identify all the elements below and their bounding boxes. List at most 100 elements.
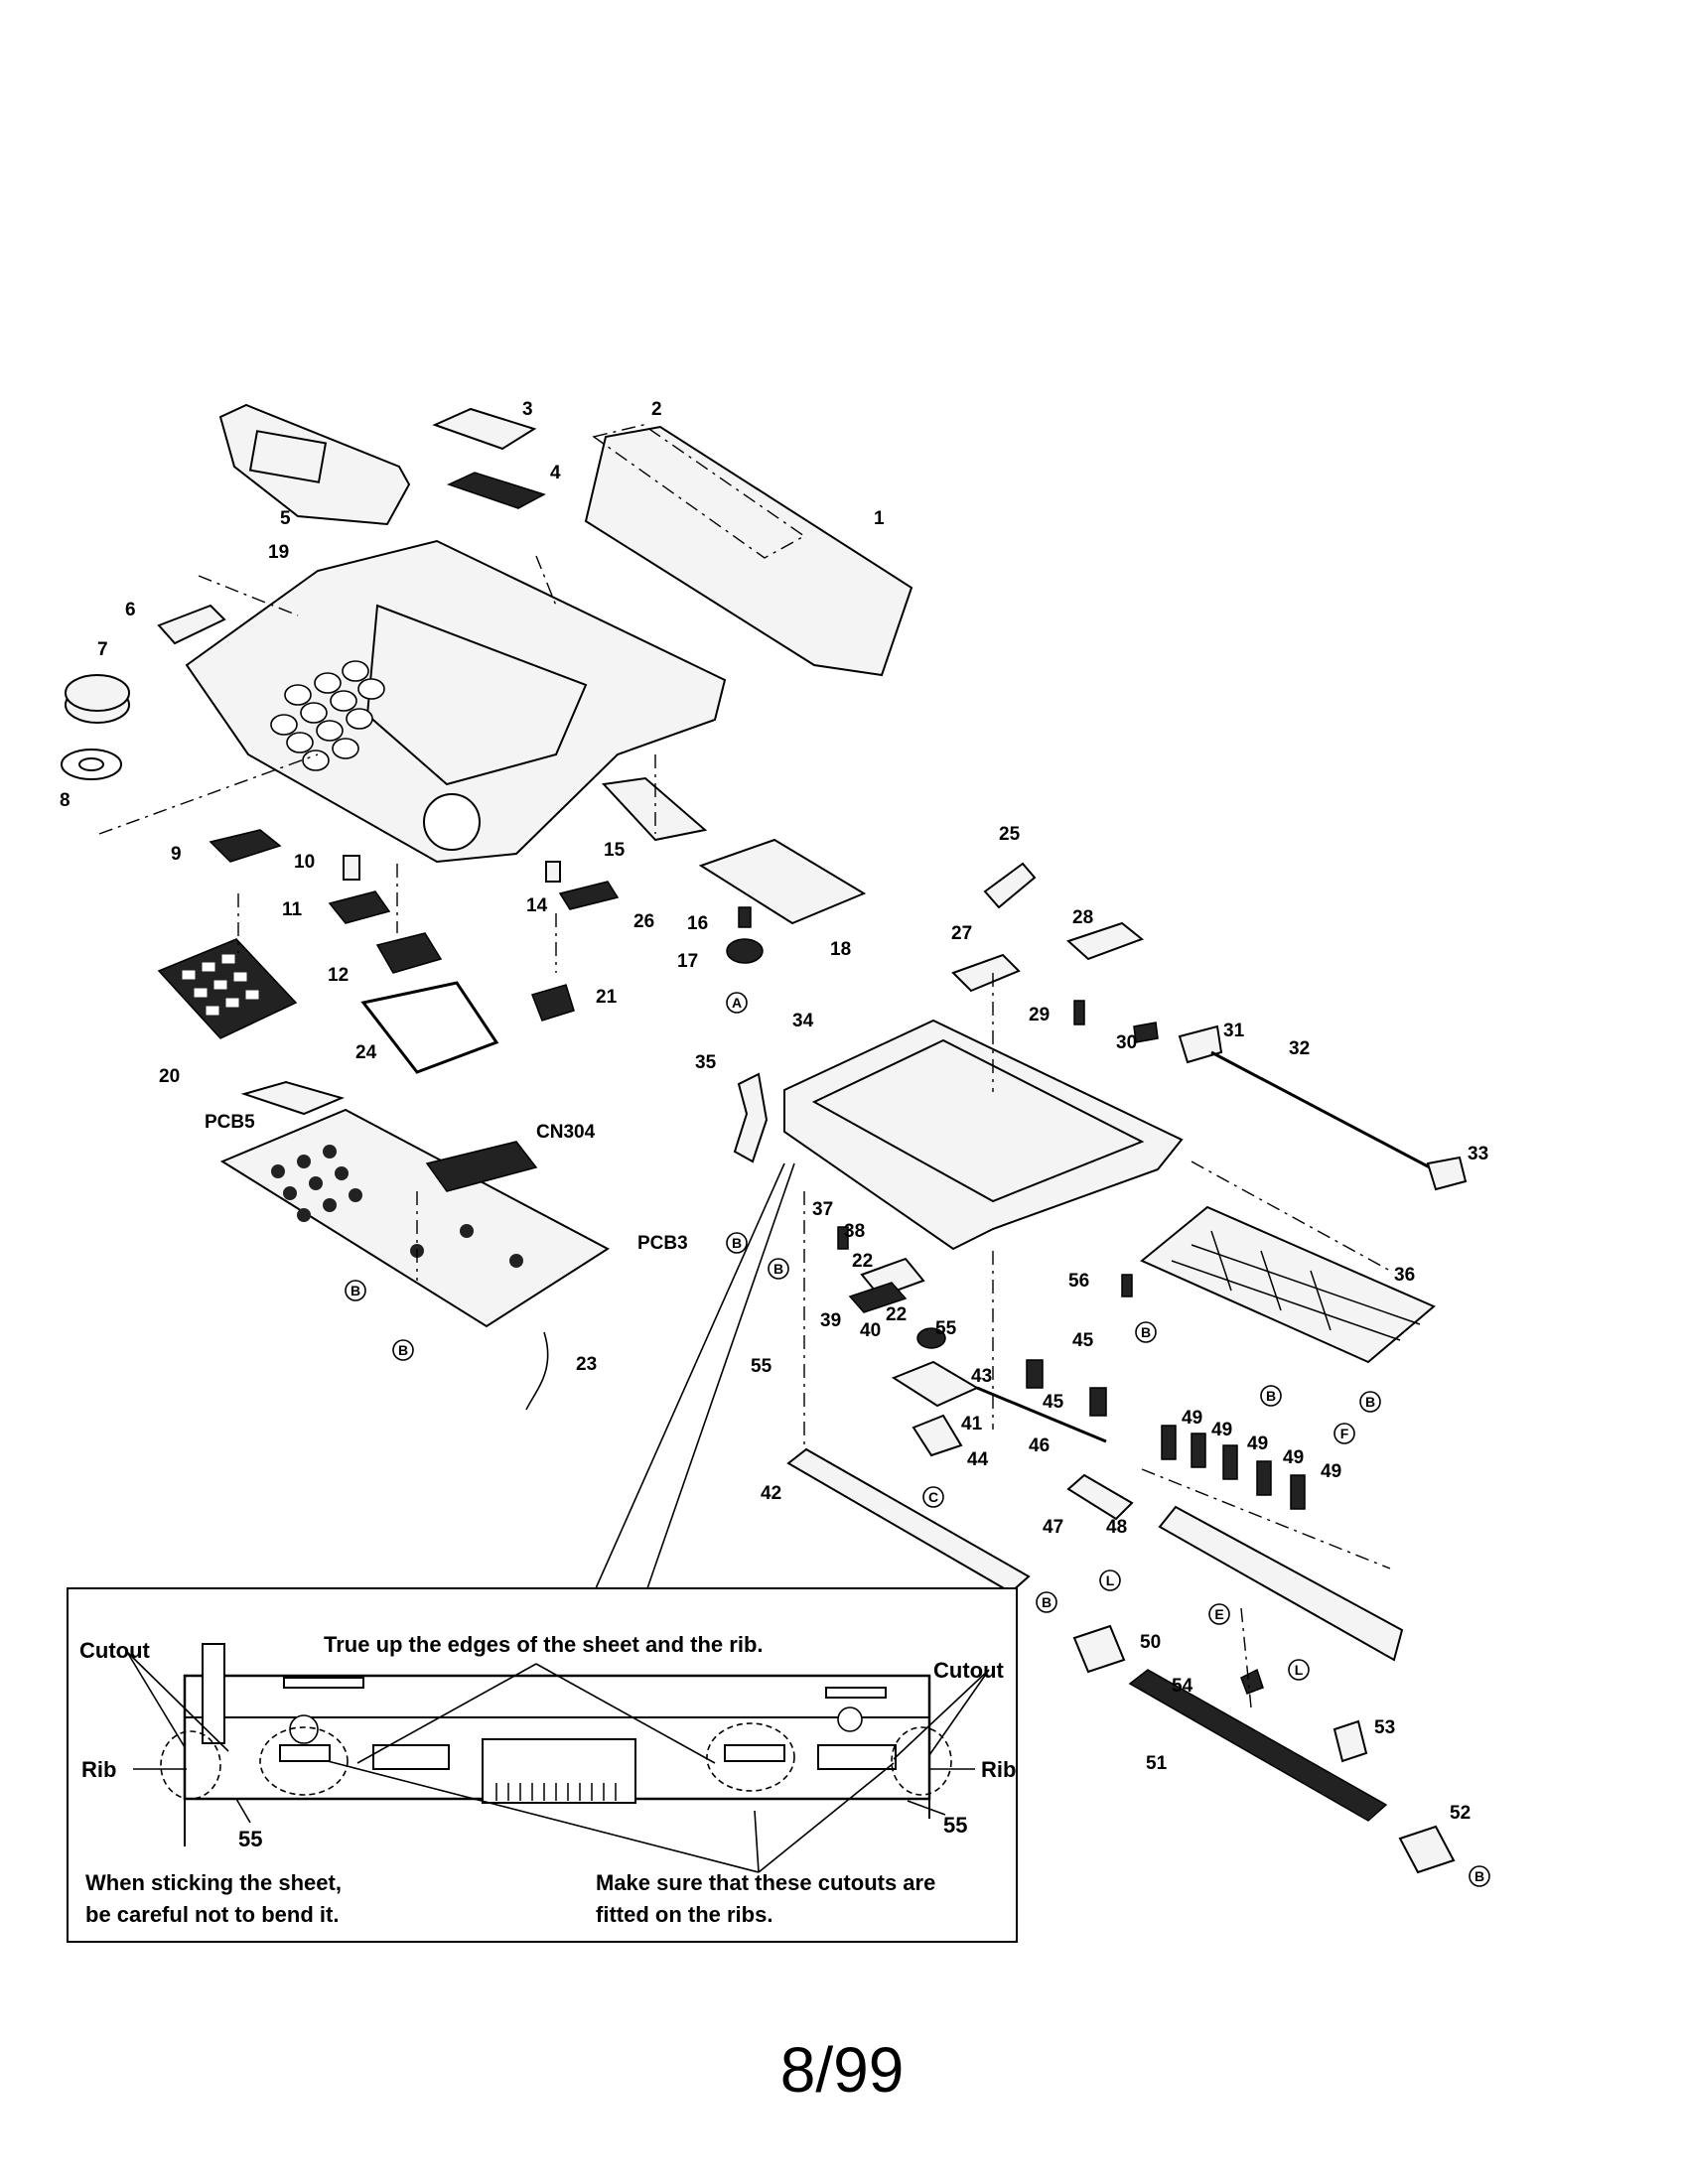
screw-mark-a: A [732, 995, 742, 1011]
callout-6: 6 [125, 600, 136, 620]
callout-49e: 49 [1321, 1461, 1341, 1482]
screw-mark-b2: B [773, 1261, 783, 1277]
callout-46: 46 [1029, 1435, 1050, 1456]
callout-49d: 49 [1283, 1447, 1304, 1468]
screw-mark-b9: B [1474, 1868, 1484, 1884]
part-14-button [545, 861, 561, 883]
callout-31: 31 [1223, 1021, 1245, 1041]
springs-49 [1161, 1425, 1306, 1510]
callout-1: 1 [874, 508, 885, 529]
callout-47: 47 [1043, 1517, 1063, 1538]
callout-15: 15 [604, 840, 626, 861]
pcb3-components [271, 1145, 523, 1268]
callout-3: 3 [522, 399, 533, 420]
callout-30: 30 [1116, 1032, 1137, 1053]
inset-cutout-left: Cutout [79, 1638, 151, 1663]
inset-note-right-2: fitted on the ribs. [596, 1902, 772, 1927]
callout-45a: 45 [1043, 1392, 1064, 1413]
callout-12: 12 [328, 965, 349, 986]
callout-pcb3: PCB3 [637, 1233, 688, 1254]
callout-22b: 22 [886, 1304, 907, 1325]
callout-17: 17 [677, 951, 698, 972]
part-41-bracket [891, 1360, 980, 1408]
part-10-button [343, 855, 360, 881]
inset-rib-left: Rib [81, 1757, 116, 1782]
assembly-guide-lines [98, 555, 1391, 1708]
inset-note-left-2: be careful not to bend it. [85, 1902, 339, 1927]
callout-cn304: CN304 [536, 1122, 596, 1143]
callout-48: 48 [1106, 1517, 1127, 1538]
part-32-shaft [1210, 1050, 1431, 1169]
callout-24: 24 [355, 1042, 377, 1063]
dial-knob [423, 793, 481, 851]
callout-39: 39 [820, 1310, 841, 1331]
screw-mark-b5: B [1141, 1324, 1151, 1340]
callout-22a: 22 [852, 1251, 873, 1272]
part-16-spring [738, 906, 752, 928]
part-30-spring [1133, 1022, 1159, 1043]
callout-5: 5 [280, 508, 291, 529]
page-number: 8/99 [779, 2034, 905, 2106]
part-25-lever [983, 862, 1037, 909]
callout-44: 44 [967, 1449, 989, 1470]
part-5-window [248, 430, 328, 483]
part-42-rail [786, 1447, 1031, 1594]
part-33-holder [1426, 1156, 1468, 1191]
part-9-bracket [209, 829, 282, 863]
callout-50: 50 [1140, 1632, 1161, 1653]
callout-18: 18 [830, 939, 851, 960]
callout-9: 9 [171, 844, 182, 865]
callout-32: 32 [1289, 1038, 1310, 1059]
callout-20: 20 [159, 1066, 180, 1087]
cn304-cable [425, 1141, 538, 1192]
callout-21: 21 [596, 987, 618, 1008]
part-37-spring [837, 1226, 849, 1250]
part-27-bracket [951, 953, 1021, 993]
callout-51: 51 [1146, 1753, 1168, 1774]
part-35-arm [733, 1072, 769, 1163]
screw-mark-b3: B [351, 1283, 360, 1298]
part-20-rubber-keypad [157, 938, 298, 1039]
callout-49b: 49 [1211, 1420, 1232, 1440]
part-47-roller [1066, 1473, 1134, 1521]
part-18-plate [698, 838, 867, 925]
inset-connector [482, 1738, 636, 1804]
callout-38: 38 [844, 1221, 865, 1242]
inset-note-right-1: Make sure that these cutouts are [596, 1870, 935, 1895]
part-56-spring [1121, 1274, 1133, 1297]
part-24-frame [360, 981, 499, 1074]
inset-cutout-right: Cutout [933, 1658, 1005, 1683]
callout-52: 52 [1450, 1803, 1471, 1824]
callout-54: 54 [1172, 1676, 1193, 1697]
inset-leader-right [646, 1162, 795, 1589]
callout-19: 19 [268, 542, 289, 563]
callout-pcb5: PCB5 [205, 1112, 255, 1133]
callout-56: 56 [1068, 1271, 1089, 1292]
callout-43: 43 [971, 1366, 992, 1387]
inset-rib-right: Rib [981, 1757, 1016, 1782]
screw-mark-f: F [1340, 1426, 1349, 1441]
screw-mark-e: E [1214, 1606, 1223, 1622]
part-46-shaft [976, 1386, 1107, 1443]
part-28-arm [1066, 921, 1145, 961]
part-44-sheet [912, 1414, 963, 1457]
screw-mark-b7: B [1365, 1394, 1375, 1410]
callout-53: 53 [1374, 1717, 1395, 1738]
part-17-gear [726, 938, 764, 964]
pcb5-board [240, 1080, 346, 1116]
part-29-spring [1073, 1000, 1085, 1025]
screw-mark-l2: L [1295, 1662, 1304, 1678]
callout-16: 16 [687, 913, 708, 934]
callout-23: 23 [576, 1354, 597, 1375]
part-26-lever [558, 881, 620, 910]
part-2-tray-outline [592, 424, 806, 559]
part-6-clip [157, 604, 226, 645]
keypad-holes [270, 660, 385, 771]
inset-leader-left [595, 1162, 785, 1589]
callout-35: 35 [695, 1052, 717, 1073]
callout-8: 8 [60, 790, 70, 811]
callout-28: 28 [1072, 907, 1093, 928]
part-11-holder [328, 890, 391, 924]
callout-29: 29 [1029, 1005, 1050, 1025]
